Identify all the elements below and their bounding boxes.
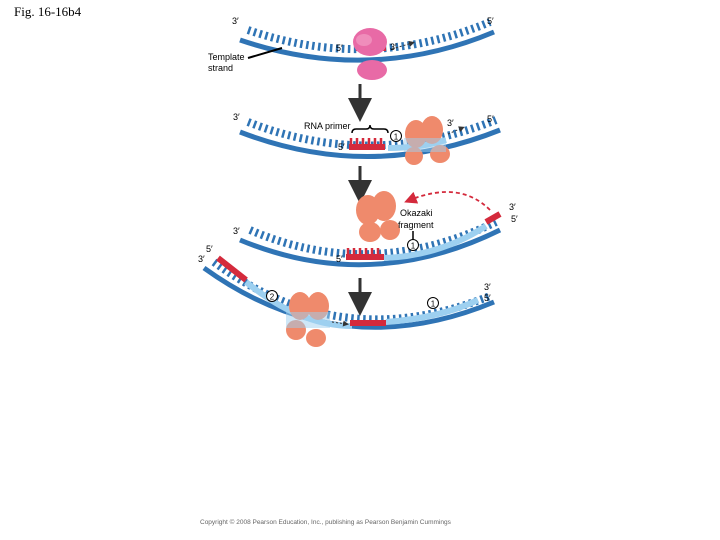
panel-1: 3′ 5′ 5′ 3′ Template strand [208,16,495,80]
rna-primer-3a [346,254,384,260]
template-strand-ticks-4 [211,258,492,324]
template-strand-3 [239,227,502,268]
rna-primer-brace [351,124,389,134]
step-marker-1c [427,297,439,309]
label-3prime-e: 3′ [233,226,240,236]
label-3prime-g: 3′ [198,254,205,264]
label-5prime-c: 5′ [487,114,494,124]
dna-polymerase-released [356,191,400,242]
label-3prime-d: 3′ [447,118,454,128]
label-3prime-a: 3′ [232,16,239,26]
step-marker-1b [407,239,419,251]
label-3prime-f: 3′ [509,202,516,212]
panel-3: Okazaki fragment 1 3′ 5′ 3′ 5′ 5′ 3′ 3′ … [198,191,518,347]
rna-primer-3a-ticks [346,248,380,254]
recycle-arrow [404,191,491,211]
step-label-1a: 1 [394,133,399,142]
step-marker-2 [266,290,278,302]
rna-primer-2-ticks [349,138,383,144]
rna-primer-4b [350,320,386,326]
rna-primer-3b [484,211,502,225]
copyright-notice: Copyright © 2008 Pearson Education, Inc.… [200,519,451,526]
template-strand-4 [202,265,495,330]
template-pointer-line [247,47,283,59]
label-3prime-c: 3′ [233,112,240,122]
template-strand-2 [239,127,501,159]
label-okazaki-line1: Okazaki [400,208,433,218]
label-okazaki-line2: fragment [398,220,434,230]
synthesis-arrow-2 [447,126,465,135]
template-strand-ticks [246,18,492,54]
label-5prime-f: 5′ [511,214,518,224]
label-5prime-b: 5′ [336,43,343,53]
label-3prime-b: 3′ [390,42,397,52]
new-dna-4b [385,297,480,325]
label-5prime-e: 5′ [336,254,343,264]
label-5prime-h: 5′ [484,293,491,303]
panel-2: 3′ 5′ 5′ 3′ RNA primer 1 [233,112,501,165]
label-5prime-g: 5′ [206,244,213,254]
figure-title: Fig. 16-16b4 [14,4,82,19]
primase-enzyme [353,28,387,80]
synthesis-arrow-1 [391,40,415,50]
step-label-1c: 1 [431,300,436,309]
label-template-strand-line1: Template [208,52,245,62]
dna-polymerase-2 [404,116,450,165]
rna-primer-4a [216,255,248,283]
dna-polymerase-4 [286,292,330,347]
label-template-strand-line2: strand [208,63,233,73]
rna-primer-2 [349,144,385,150]
step-label-1b: 1 [411,242,416,251]
label-5prime-d: 5′ [338,142,345,152]
step-marker-1a [390,130,402,142]
label-5prime-a: 5′ [487,16,494,26]
label-3prime-h: 3′ [484,282,491,292]
step-label-2: 2 [270,293,275,302]
label-rna-primer: RNA primer [304,121,351,131]
okazaki-fragment-dna [383,223,488,261]
